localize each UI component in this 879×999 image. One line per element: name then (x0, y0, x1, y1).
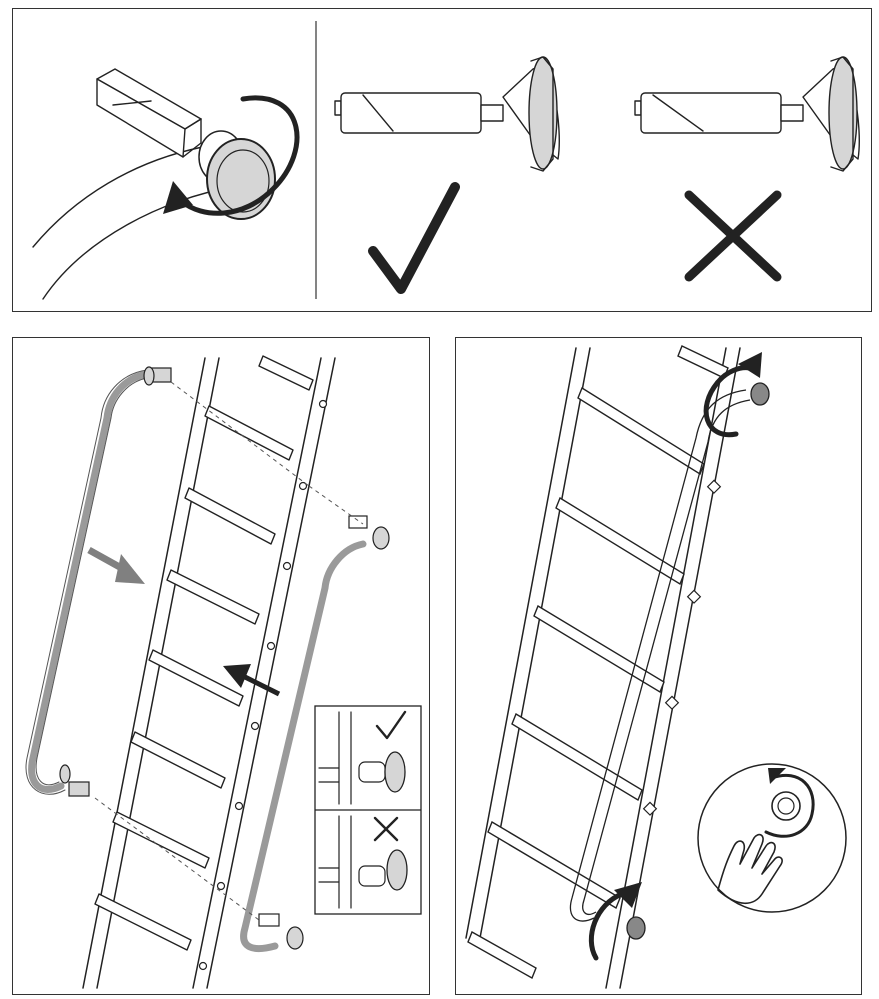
panel-handrail-attach (12, 337, 430, 995)
inset-knob-correct (358, 751, 406, 793)
knob-top (750, 382, 770, 406)
knob-detail-circle (697, 763, 847, 913)
alignment-line-bottom (94, 797, 260, 921)
correct-knob-diagram (334, 56, 560, 172)
knob-bottom (626, 916, 646, 940)
handrail-right-fittings (258, 515, 390, 950)
detail-knob-icon (771, 791, 801, 821)
rotate-arrow-top-icon (703, 352, 762, 438)
ladder (82, 357, 336, 989)
move-arrow-right-icon (87, 546, 145, 584)
bottom-left-drawing (25, 355, 422, 989)
correct-check-icon (368, 182, 460, 294)
rail-tube (32, 68, 234, 300)
handrail-left-fittings (59, 366, 172, 797)
ladder-bolts (198, 399, 328, 971)
bottom-right-drawing (465, 345, 847, 989)
hand-icon (717, 833, 783, 905)
alignment-line-top (170, 381, 310, 487)
alignment-line-right (308, 485, 364, 525)
incorrect-knob-diagram (634, 56, 860, 172)
inset-check-icon (375, 710, 407, 740)
handrail (569, 389, 751, 922)
ladder-rungs (94, 355, 314, 951)
inset-box (314, 705, 422, 915)
ladder-rungs (467, 345, 729, 980)
inset-cross-icon (373, 816, 399, 842)
handrail-right (240, 540, 367, 953)
handrail-left-outline (25, 369, 148, 795)
incorrect-cross-icon (684, 190, 782, 282)
handrail-left (28, 370, 151, 793)
inset-knob-incorrect (358, 849, 408, 891)
rotate-arrow-icon (163, 95, 300, 216)
panel-top-knob-orientation (12, 8, 872, 312)
panel-handrail-fasten (455, 337, 862, 995)
rotate-arrow-bottom-icon (588, 882, 642, 961)
ladder (465, 347, 741, 989)
knob-icon (198, 130, 276, 220)
ladder-bolts (642, 479, 722, 816)
top-panel-drawing (32, 21, 860, 300)
detail-rotate-arrow-icon (764, 768, 815, 838)
move-arrow-left-icon (223, 664, 281, 697)
